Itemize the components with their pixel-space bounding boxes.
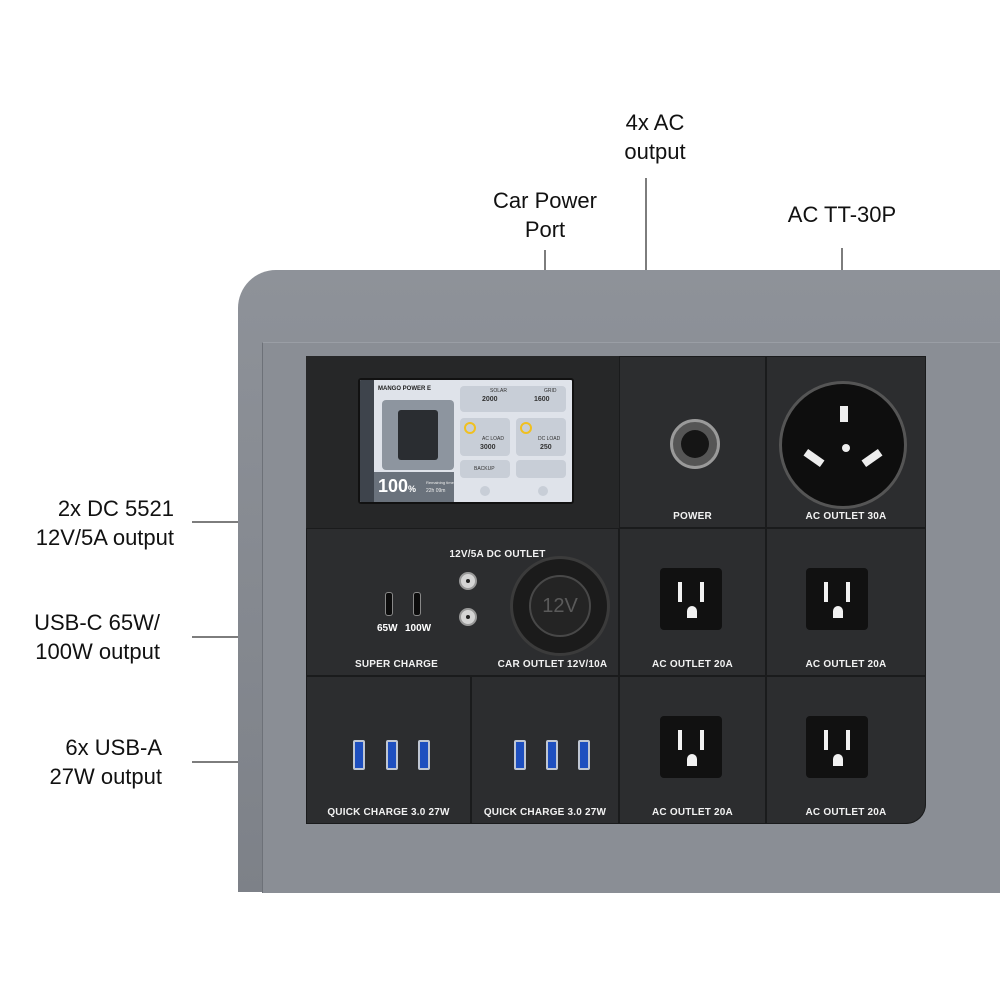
device-image-body: [398, 410, 438, 460]
tt30-callout: AC TT-30P: [772, 200, 912, 229]
power-button[interactable]: [670, 419, 720, 469]
outlet-slot-right: [846, 582, 850, 602]
dc-load-value: 250: [540, 444, 552, 451]
remaining-label: Remaining time: [426, 480, 454, 485]
ac-20a-outlet-2[interactable]: [806, 568, 868, 630]
outlet-ground: [833, 606, 843, 618]
dc-outlet-label: 12V/5A DC OUTLET: [449, 549, 546, 560]
ac-load-icon: [464, 422, 476, 434]
grid-value: 1600: [534, 396, 550, 403]
solar-grid-card: SOLAR 2000 GRID 1600: [460, 386, 566, 412]
screen-button-2[interactable]: [516, 460, 566, 478]
dc-load-card[interactable]: DC LOAD 250: [516, 418, 566, 456]
ac-20a-outlet-1[interactable]: [660, 568, 722, 630]
dc5521-port-1[interactable]: [459, 572, 477, 590]
outlet-slot-left: [678, 582, 682, 602]
usbc-port-65w[interactable]: [385, 592, 393, 616]
solar-label: SOLAR: [490, 388, 507, 394]
device-image: [382, 400, 454, 470]
tt30-socket[interactable]: [779, 381, 907, 509]
usbc-port-100w[interactable]: [413, 592, 421, 616]
solar-value: 2000: [482, 396, 498, 403]
ac-output-callout-text: 4x AC output: [624, 110, 686, 164]
quick-charge-label-1: QUICK CHARGE 3.0 27W: [327, 807, 450, 818]
dc-load-icon: [520, 422, 532, 434]
output-panel: POWER AC OUTLET 30A 12V/5A DC OUTLET SUP…: [306, 356, 926, 824]
ac-20a-label-1: AC OUTLET 20A: [652, 659, 733, 670]
outlet-slot-left: [824, 582, 828, 602]
dc5521-callout-text: 2x DC 5521 12V/5A output: [35, 496, 174, 550]
usbc-65-label: 65W: [377, 623, 398, 634]
ac-20a-outlet-3[interactable]: [660, 716, 722, 778]
ac-20a-outlet-4[interactable]: [806, 716, 868, 778]
outlet-ground: [687, 754, 697, 766]
screen-brand: MANGO POWER E: [378, 386, 432, 392]
ac-30a-label: AC OUTLET 30A: [805, 511, 887, 522]
bell-icon[interactable]: [480, 486, 490, 496]
dc-load-label: DC LOAD: [538, 436, 561, 442]
usba-port-2[interactable]: [386, 740, 398, 770]
outlet-slot-left: [824, 730, 828, 750]
remaining-time: 22h 09m: [426, 488, 446, 494]
usba-port-1[interactable]: [353, 740, 365, 770]
usba-port-4[interactable]: [514, 740, 526, 770]
car-port-callout: Car Power Port: [470, 186, 620, 244]
outlet-slot-right: [700, 730, 704, 750]
ac-output-callout: 4x AC output: [600, 108, 710, 166]
dc5521-port-2[interactable]: [459, 608, 477, 626]
usbc-callout: USB-C 65W/ 100W output: [0, 608, 160, 666]
ac-20a-label-2: AC OUTLET 20A: [805, 659, 887, 670]
settings-icon[interactable]: [538, 486, 548, 496]
usbc-100-label: 100W: [405, 623, 432, 634]
tt30-center-hole: [842, 444, 850, 452]
battery-percent: 100%: [378, 476, 416, 497]
backup-label: BACKUP: [474, 466, 495, 472]
backup-button[interactable]: BACKUP: [460, 460, 510, 478]
usba-port-6[interactable]: [578, 740, 590, 770]
super-charge-label: SUPER CHARGE: [355, 659, 438, 670]
ac-20a-label-3: AC OUTLET 20A: [652, 807, 733, 818]
ac-load-card[interactable]: AC LOAD 3000: [460, 418, 510, 456]
power-icon: [681, 430, 709, 458]
car-outlet-socket[interactable]: 12V: [510, 556, 610, 656]
outlet-ground: [687, 606, 697, 618]
usbc-callout-text: USB-C 65W/ 100W output: [34, 610, 160, 664]
outlet-ground: [833, 754, 843, 766]
tt30-callout-text: AC TT-30P: [787, 202, 897, 227]
tt30-ground-slot: [840, 406, 848, 422]
outlet-slot-left: [678, 730, 682, 750]
ac-20a-label-4: AC OUTLET 20A: [805, 807, 887, 818]
car-port-callout-text: Car Power Port: [493, 188, 597, 242]
quick-charge-cell-2: QUICK CHARGE 3.0 27W: [471, 676, 619, 824]
car-outlet-label: CAR OUTLET 12V/10A: [497, 659, 608, 670]
outlet-slot-right: [700, 582, 704, 602]
dc5521-callout: 2x DC 5521 12V/5A output: [0, 494, 174, 552]
usba-callout: 6x USB-A 27W output: [0, 733, 162, 791]
screen-sidebar: [360, 380, 374, 502]
usba-port-3[interactable]: [418, 740, 430, 770]
percent-sign: %: [408, 484, 417, 494]
grid-label: GRID: [544, 388, 557, 394]
ac-load-value: 3000: [480, 444, 496, 451]
tt30-right-slot: [861, 448, 883, 468]
tt30-left-slot: [803, 448, 825, 468]
usba-port-5[interactable]: [546, 740, 558, 770]
ac-load-label: AC LOAD: [482, 436, 504, 442]
power-cell: POWER: [619, 356, 766, 528]
car-outlet-cap: 12V: [529, 575, 591, 637]
ac-30a-cell: AC OUTLET 30A: [766, 356, 926, 528]
outlet-slot-right: [846, 730, 850, 750]
usba-callout-text: 6x USB-A 27W output: [49, 735, 162, 789]
battery-percent-value: 100: [378, 476, 409, 496]
lcd-screen: MANGO POWER E SOLAR 2000 GRID 1600 AC LO…: [358, 378, 574, 504]
battery-panel: [374, 472, 454, 502]
power-label: POWER: [673, 511, 712, 522]
quick-charge-label-2: QUICK CHARGE 3.0 27W: [483, 807, 607, 818]
